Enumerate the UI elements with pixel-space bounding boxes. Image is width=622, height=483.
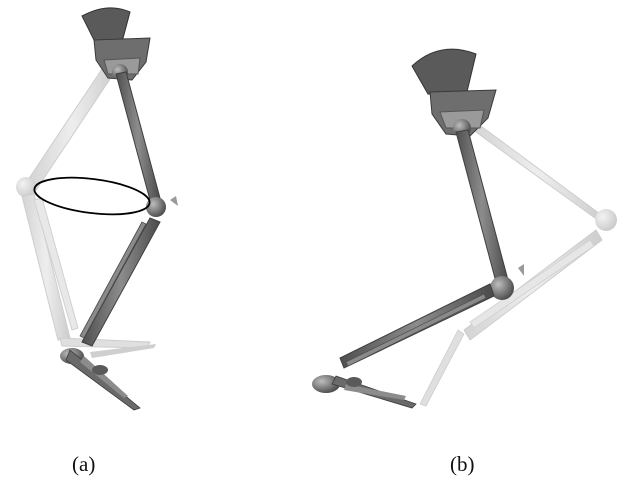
panel-a-pelvis xyxy=(82,8,150,80)
panel-a-tibia xyxy=(82,218,160,346)
panel-b-foot xyxy=(312,375,416,408)
panel-a-skeleton xyxy=(16,8,178,410)
highlight-ellipse xyxy=(32,172,151,220)
panel-b-femur xyxy=(456,130,508,282)
caption-b: (b) xyxy=(450,452,475,477)
panel-a-femur xyxy=(116,72,160,200)
panel-b-pelvis xyxy=(412,49,496,137)
panel-a-foot xyxy=(60,344,156,410)
panel-b-skeleton xyxy=(312,49,617,408)
caption-a: (a) xyxy=(72,452,95,477)
panel-b-ghost-leg xyxy=(420,118,617,406)
